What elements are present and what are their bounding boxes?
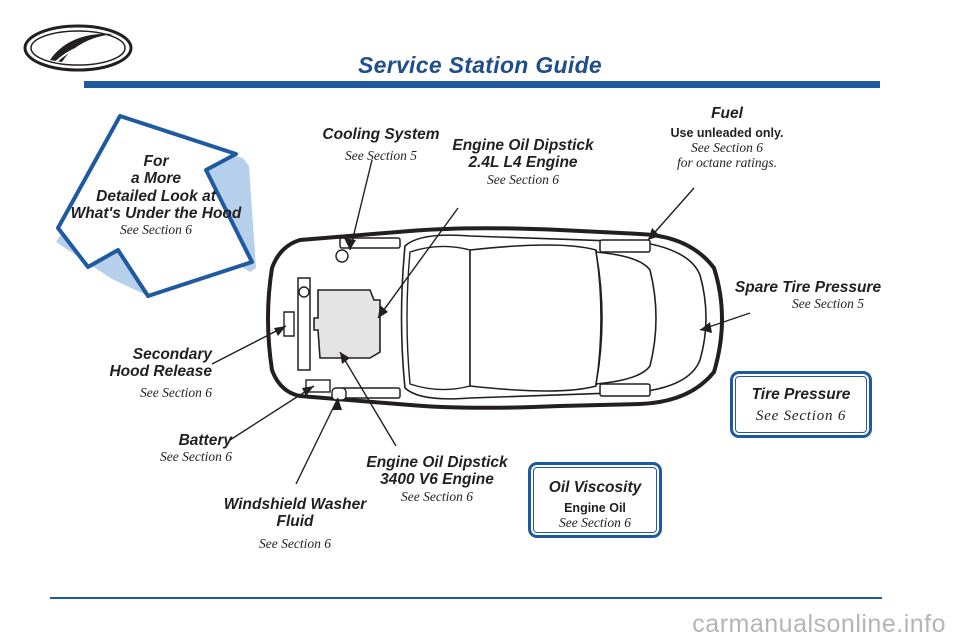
oil-dipstick-v6-label: Engine Oil Dipstick 3400 V6 Engine See S…	[362, 454, 512, 504]
fuel-section: See Section 6	[691, 140, 763, 156]
oil-dipstick-l4-label: Engine Oil Dipstick 2.4L L4 Engine See S…	[444, 137, 602, 187]
leader-arrowheads	[274, 228, 712, 410]
battery-heading: Battery	[178, 432, 232, 449]
oil-viscosity-sub: Engine Oil	[564, 501, 626, 515]
tire-pressure-box: Tire Pressure See Section 6	[730, 371, 872, 438]
battery-label: Battery See Section 6	[140, 432, 232, 464]
oil-viscosity-section: See Section 6	[559, 515, 631, 530]
brand-logo	[23, 24, 133, 72]
oil-dipstick-v6-heading: Engine Oil Dipstick	[366, 454, 508, 471]
secondary-hood-section: See Section 6	[140, 384, 212, 400]
washer-fluid-line-1: Windshield Washer	[223, 496, 367, 513]
washer-fluid-section: See Section 6	[259, 535, 331, 551]
washer-fluid-line-2: Fluid	[276, 513, 314, 531]
arrow-callout-shape	[56, 114, 256, 298]
page-title: Service Station Guide	[357, 52, 603, 78]
secondary-hood-line-2: Hood Release	[109, 363, 212, 381]
oil-dipstick-l4-section: See Section 6	[487, 171, 559, 187]
secondary-hood-label: Secondary Hood Release See Section 6	[100, 346, 212, 400]
fuel-extra: for octane ratings.	[676, 155, 778, 171]
cooling-system-label: Cooling System See Section 5	[312, 126, 450, 163]
bottom-rule	[50, 597, 882, 599]
washer-fluid-label: Windshield Washer Fluid See Section 6	[220, 496, 370, 551]
spare-tire-heading: Spare Tire Pressure	[734, 279, 882, 296]
cooling-system-section: See Section 5	[345, 148, 417, 164]
callout-section: See Section 6	[120, 222, 192, 238]
callout-line-1: For	[143, 153, 169, 170]
cooling-system-heading: Cooling System	[322, 126, 440, 143]
watermark: carmanualsonline.info	[692, 610, 946, 638]
secondary-hood-line-1: Secondary	[132, 346, 212, 363]
oil-viscosity-heading: Oil Viscosity	[548, 479, 642, 496]
battery-section: See Section 6	[160, 449, 232, 465]
fuel-heading: Fuel	[711, 105, 743, 122]
callout-line-2: a More	[131, 170, 181, 188]
oil-dipstick-v6-section: See Section 6	[401, 488, 473, 504]
spare-tire-label: Spare Tire Pressure See Section 5	[728, 279, 888, 311]
car-top-view	[266, 226, 724, 410]
arrow-callout-text: For a More Detailed Look at What's Under…	[60, 153, 252, 238]
fuel-label: Fuel Use unleaded only. See Section 6 fo…	[652, 105, 802, 171]
callout-line-3: Detailed Look at	[96, 187, 216, 205]
fuel-note: Use unleaded only.	[670, 126, 784, 141]
oil-dipstick-v6-engine: 3400 V6 Engine	[380, 471, 494, 489]
oil-viscosity-box: Oil Viscosity Engine Oil See Section 6	[528, 462, 662, 538]
oil-dipstick-l4-engine: 2.4L L4 Engine	[468, 154, 578, 172]
tire-pressure-section: See Section 6	[755, 408, 847, 424]
spare-tire-section: See Section 5	[792, 296, 864, 312]
callout-line-4: What's Under the Hood	[70, 205, 242, 223]
tire-pressure-heading: Tire Pressure	[751, 386, 851, 403]
oil-dipstick-l4-heading: Engine Oil Dipstick	[452, 137, 594, 154]
title-rule	[84, 81, 880, 88]
